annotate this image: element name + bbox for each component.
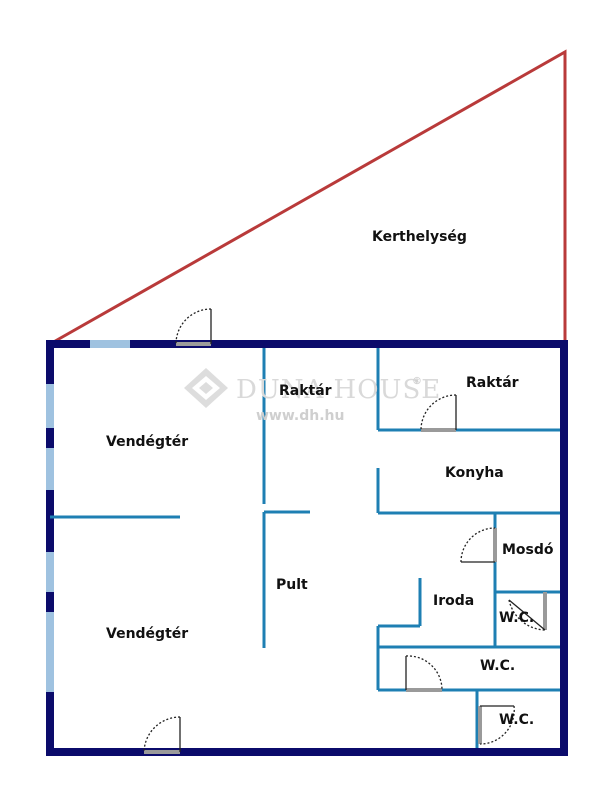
door-wc-bottom — [478, 705, 515, 745]
room-label-storage-right: Raktár — [466, 375, 519, 391]
door-entrance — [143, 716, 181, 754]
room-label-wc-bottom: W.C. — [499, 712, 534, 728]
garden-boundary — [49, 49, 567, 346]
room-label-office: Iroda — [433, 593, 474, 609]
watermark: DUNA HOUSE ® www.dh.hu — [184, 368, 441, 424]
door-garden — [175, 308, 212, 346]
door-wc-middle — [405, 655, 443, 692]
watermark-registered: ® — [412, 376, 422, 387]
room-label-garden: Kerthelység — [372, 229, 467, 245]
room-label-guest-area-bottom: Vendégtér — [106, 626, 188, 642]
door-wc-small — [508, 592, 547, 631]
door-storage-right — [420, 394, 457, 432]
watermark-brand: DUNA HOUSE — [236, 375, 441, 405]
diamond-logo-icon — [184, 368, 228, 408]
room-label-guest-area-top: Vendégtér — [106, 434, 188, 450]
room-label-storage-left: Raktár — [279, 383, 332, 399]
room-label-wc-small: W.C. — [499, 610, 534, 626]
room-label-washroom: Mosdó — [502, 542, 554, 558]
room-label-kitchen: Konyha — [445, 465, 504, 481]
room-label-counter: Pult — [276, 577, 308, 593]
outer-wall — [46, 340, 568, 756]
room-label-wc-middle: W.C. — [480, 658, 515, 674]
watermark-url: www.dh.hu — [256, 408, 344, 424]
door-washroom — [460, 527, 497, 563]
